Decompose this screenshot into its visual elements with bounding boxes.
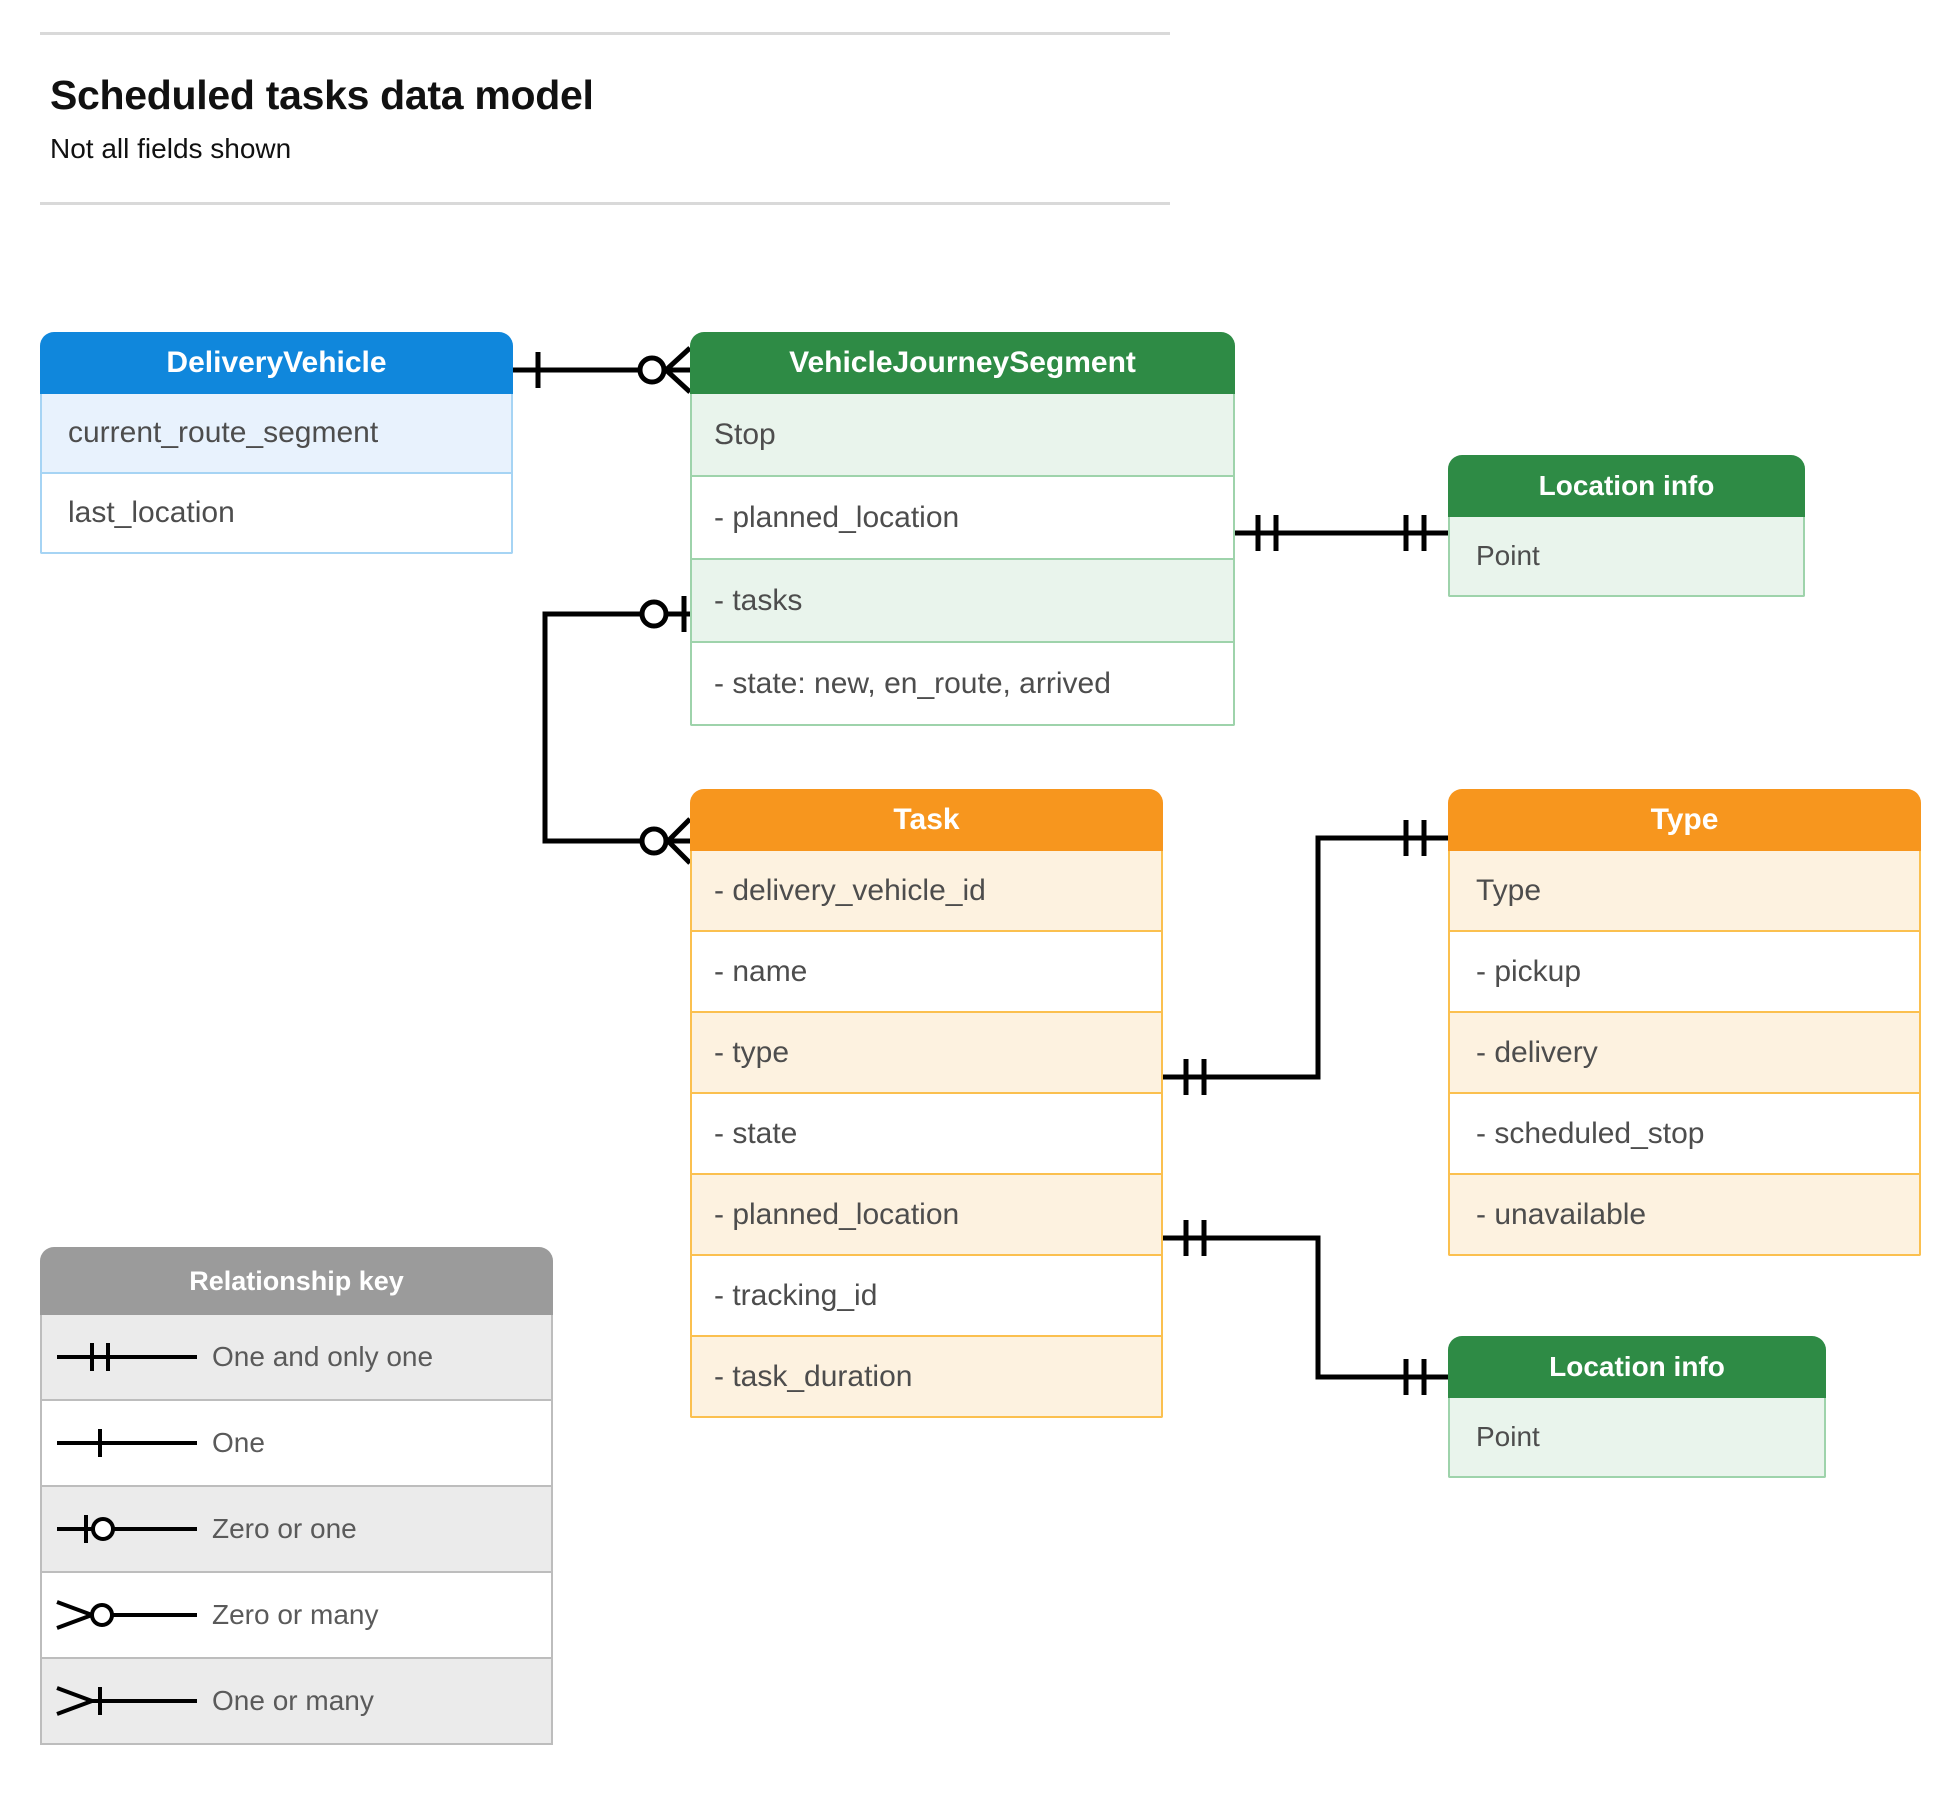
entity-field-row: - type <box>690 1013 1163 1094</box>
entity-type[interactable]: Type Type - pickup - delivery - schedule… <box>1448 789 1921 1256</box>
entity-title-location-info-top: Location info <box>1448 455 1805 517</box>
entity-title-vehicle-journey-segment: VehicleJourneySegment <box>690 332 1235 394</box>
legend-title: Relationship key <box>40 1247 553 1315</box>
entity-field-row: - planned_location <box>690 1175 1163 1256</box>
entity-location-info-bottom[interactable]: Location info Point <box>1448 1336 1826 1478</box>
entity-field-row: current_route_segment <box>40 394 513 474</box>
entity-field-row: - name <box>690 932 1163 1013</box>
page-title: Scheduled tasks data model <box>50 72 594 118</box>
entity-title-task: Task <box>690 789 1163 851</box>
one-icon <box>42 1423 212 1463</box>
entity-field-row: Type <box>1448 851 1921 932</box>
entity-field-row: - delivery <box>1448 1013 1921 1094</box>
entity-field-row: - delivery_vehicle_id <box>690 851 1163 932</box>
entity-location-info-top[interactable]: Location info Point <box>1448 455 1805 597</box>
entity-field-row: last_location <box>40 474 513 554</box>
entity-field-row: Point <box>1448 1398 1826 1478</box>
legend-item-label: One or many <box>212 1685 374 1716</box>
legend-item-zero-or-one: Zero or one <box>40 1487 553 1573</box>
legend-item-label: One <box>212 1427 265 1458</box>
one-and-only-one-icon <box>42 1337 212 1377</box>
relationship-key-legend[interactable]: Relationship key One and only one <box>40 1247 553 1745</box>
legend-item-one-and-only-one: One and only one <box>40 1315 553 1401</box>
entity-title-type: Type <box>1448 789 1921 851</box>
entity-field-row: Point <box>1448 517 1805 597</box>
legend-item-one-or-many: One or many <box>40 1659 553 1745</box>
entity-field-row: - pickup <box>1448 932 1921 1013</box>
entity-title-location-info-bottom: Location info <box>1448 1336 1826 1398</box>
zero-or-one-icon <box>42 1509 212 1549</box>
entity-vehicle-journey-segment[interactable]: VehicleJourneySegment Stop - planned_loc… <box>690 332 1235 726</box>
entity-field-row: - tasks <box>690 560 1235 643</box>
legend-item-label: Zero or one <box>212 1513 357 1544</box>
entity-field-row: Stop <box>690 394 1235 477</box>
entity-field-row: - planned_location <box>690 477 1235 560</box>
entity-task[interactable]: Task - delivery_vehicle_id - name - type… <box>690 789 1163 1418</box>
page-subtitle: Not all fields shown <box>50 133 292 164</box>
entity-field-row: - task_duration <box>690 1337 1163 1418</box>
legend-item-label: Zero or many <box>212 1599 379 1630</box>
legend-item-label: One and only one <box>212 1341 434 1372</box>
one-or-many-icon <box>42 1681 212 1721</box>
header-divider-bottom <box>40 202 1170 205</box>
entity-field-row: - tracking_id <box>690 1256 1163 1337</box>
entity-field-row: - scheduled_stop <box>1448 1094 1921 1175</box>
entity-field-row: - state <box>690 1094 1163 1175</box>
entity-field-row: - state: new, en_route, arrived <box>690 643 1235 726</box>
legend-item-one: One <box>40 1401 553 1487</box>
legend-item-zero-or-many: Zero or many <box>40 1573 553 1659</box>
zero-or-many-icon <box>42 1595 212 1635</box>
entity-title-delivery-vehicle: DeliveryVehicle <box>40 332 513 394</box>
header-divider-top <box>40 32 1170 35</box>
entity-field-row: - unavailable <box>1448 1175 1921 1256</box>
entity-delivery-vehicle[interactable]: DeliveryVehicle current_route_segment la… <box>40 332 513 554</box>
